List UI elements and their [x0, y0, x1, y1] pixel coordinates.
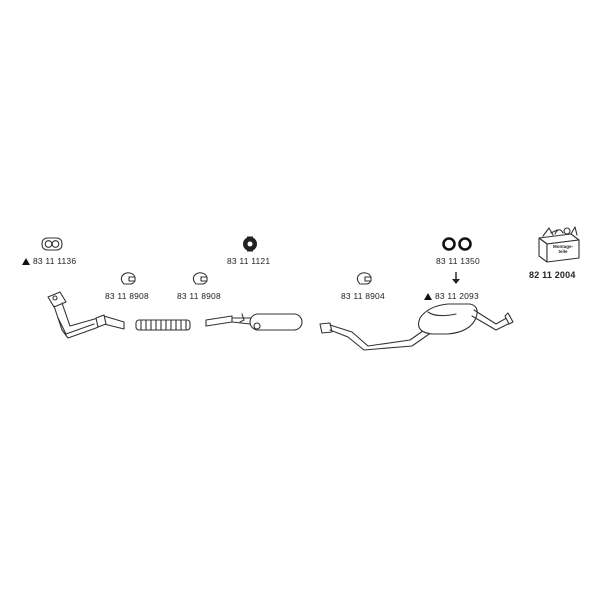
part-number-clamp-1: 83 11 8908 [105, 291, 149, 301]
part-number-text: 83 11 1350 [436, 256, 480, 266]
rubber-hanger-icon [243, 236, 257, 252]
box-label-line1: Montage- [553, 244, 573, 249]
part-number-clamp-2: 83 11 8908 [177, 291, 221, 301]
part-number-text: 83 11 1136 [33, 256, 77, 266]
arrow-down-icon [452, 272, 460, 284]
clamp-icon [356, 272, 372, 285]
part-number-text: 83 11 8908 [177, 291, 221, 301]
part-number-text: 83 11 1121 [227, 256, 271, 266]
flex-pipe [135, 319, 191, 331]
box-label-line2: teile [558, 249, 568, 254]
triangle-marker-icon [424, 293, 432, 300]
clamp-icon [192, 272, 208, 285]
part-number-text: 82 11 2004 [529, 270, 576, 280]
part-number-manifold-gasket: 83 11 1136 [22, 256, 76, 266]
clamp-icon [120, 272, 136, 285]
triangle-marker-icon [22, 258, 30, 265]
part-number-mounting-kit: 82 11 2004 [529, 270, 576, 280]
rear-pipe-with-muffler [319, 303, 514, 351]
part-number-text: 83 11 2093 [435, 291, 479, 301]
mounting-box-icon [538, 226, 580, 263]
center-pipe-with-muffler [205, 313, 303, 331]
part-number-text: 83 11 8908 [105, 291, 149, 301]
front-manifold-pipe [47, 291, 125, 339]
mounting-box-label: Montage- teile [548, 244, 578, 254]
gasket-icon [41, 237, 63, 251]
rubber-rings-icon [442, 237, 472, 251]
part-number-rubber-hanger: 83 11 1121 [227, 256, 270, 266]
part-number-rear-muffler: 83 11 2093 [424, 291, 479, 301]
part-number-text: 83 11 8904 [341, 291, 385, 301]
part-number-rubber-rings: 83 11 1350 [436, 256, 480, 266]
part-number-clamp-3: 83 11 8904 [341, 291, 385, 301]
